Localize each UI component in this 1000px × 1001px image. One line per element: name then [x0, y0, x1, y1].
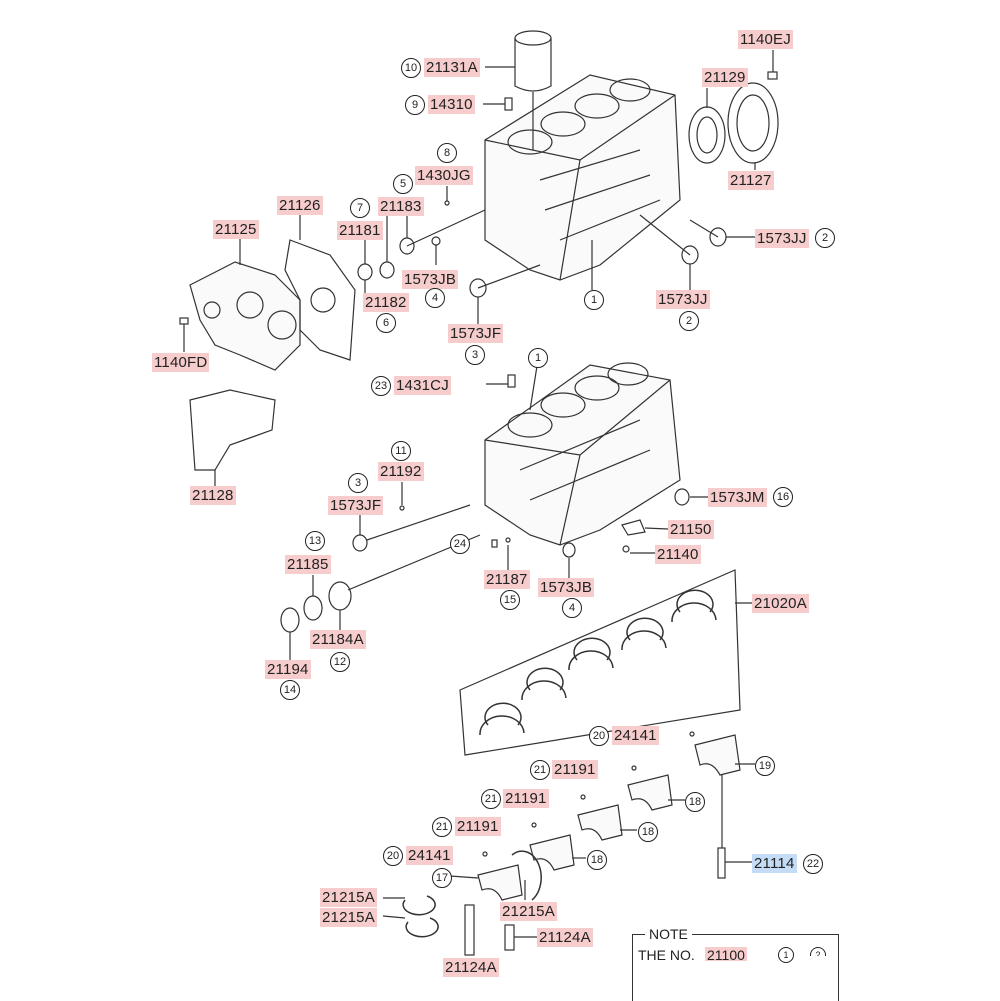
part-label-1573JJ[interactable]: 1573JJ — [755, 229, 809, 248]
callout-17: 17 — [432, 868, 452, 888]
part-label-21128[interactable]: 21128 — [190, 486, 236, 505]
dowel-pin-icon — [504, 97, 513, 111]
callout-8: 8 — [437, 143, 457, 163]
callout-20: 20 — [589, 726, 609, 746]
cylinder-block-lower[interactable] — [484, 362, 681, 546]
part-label-21191[interactable]: 21191 — [455, 817, 501, 836]
oil-seal[interactable] — [688, 106, 726, 164]
part-label-21191[interactable]: 21191 — [503, 789, 549, 808]
callout-21: 21 — [432, 817, 452, 837]
part-label-21185[interactable]: 21185 — [285, 555, 331, 574]
callout-14: 14 — [280, 680, 300, 700]
part-label-21184A[interactable]: 21184A — [310, 630, 366, 649]
part-label-21215A[interactable]: 21215A — [500, 902, 557, 921]
callout-20: 20 — [383, 846, 403, 866]
part-label-1573JJ[interactable]: 1573JJ — [656, 290, 710, 309]
part-label-24141[interactable]: 24141 — [612, 726, 659, 745]
part-label-21129[interactable]: 21129 — [702, 68, 748, 87]
part-label-21187[interactable]: 21187 — [484, 570, 530, 589]
note-part-number[interactable]: 21100 — [705, 947, 747, 961]
callout-21: 21 — [481, 789, 501, 809]
callout-5: 5 — [393, 174, 413, 194]
callout-18: 18 — [685, 792, 705, 812]
part-label-21183[interactable]: 21183 — [378, 197, 424, 216]
part-label-24141[interactable]: 24141 — [406, 846, 453, 865]
cap-bolt — [717, 847, 726, 879]
callout-1: 1 — [528, 348, 548, 368]
part-label-21181[interactable]: 21181 — [337, 221, 383, 240]
part-label-1430JG[interactable]: 1430JG — [415, 166, 473, 185]
cylinder-liner[interactable] — [485, 30, 552, 150]
callout-24: 24 — [450, 534, 470, 554]
part-label-1573JB[interactable]: 1573JB — [538, 578, 595, 597]
bearing-set-outline — [459, 569, 741, 756]
callout-15: 15 — [500, 590, 520, 610]
note-box: NOTE THE NO. 21100 1 2 — [632, 926, 839, 1001]
callout-2: 2 — [815, 228, 835, 248]
callout-18: 18 — [638, 822, 658, 842]
callout-11: 11 — [391, 441, 411, 461]
callout-16: 16 — [773, 487, 793, 507]
callout-22: 22 — [803, 854, 823, 874]
callout-21: 21 — [530, 760, 550, 780]
part-label-1573JF[interactable]: 1573JF — [328, 496, 384, 515]
note-callout-2: 2 — [810, 947, 826, 956]
callout-19: 19 — [755, 756, 775, 776]
cam-bush — [280, 607, 300, 633]
part-label-21131A[interactable]: 21131A — [424, 58, 480, 77]
note-title: NOTE — [645, 926, 692, 942]
seal-housing[interactable] — [727, 82, 779, 164]
expansion-plugs — [357, 186, 755, 324]
part-label-1140FD[interactable]: 1140FD — [152, 353, 210, 372]
callout-9: 9 — [405, 95, 425, 115]
callout-10: 10 — [401, 58, 421, 78]
part-label-1573JF[interactable]: 1573JF — [448, 324, 504, 343]
callout-12: 12 — [330, 652, 350, 672]
callout-4: 4 — [425, 288, 445, 308]
part-label-21215A[interactable]: 21215A — [320, 908, 377, 927]
bearing-caps[interactable] — [477, 734, 741, 901]
note-callout-1: 1 — [778, 947, 794, 963]
part-label-21191[interactable]: 21191 — [552, 760, 598, 779]
callout-13: 13 — [305, 531, 325, 551]
part-label-1140EJ[interactable]: 1140EJ — [738, 30, 793, 49]
part-label-21114-selected[interactable]: 21114 — [752, 854, 797, 873]
timing-gear-case[interactable] — [284, 239, 356, 361]
callout-2: 2 — [679, 311, 699, 331]
breather-cover[interactable] — [189, 389, 276, 471]
callout-1: 1 — [584, 290, 604, 310]
part-label-21124A[interactable]: 21124A — [537, 928, 593, 947]
front-plate[interactable] — [189, 261, 301, 371]
callout-4: 4 — [562, 598, 582, 618]
part-label-21126[interactable]: 21126 — [277, 196, 323, 215]
callout-3: 3 — [465, 345, 485, 365]
callout-18: 18 — [587, 850, 607, 870]
callout-6: 6 — [376, 313, 396, 333]
cylinder-block-upper[interactable] — [484, 74, 681, 281]
part-label-1431CJ[interactable]: 1431CJ — [394, 376, 451, 395]
part-label-21182[interactable]: 21182 — [363, 293, 409, 312]
main-bearings[interactable] — [479, 589, 717, 736]
callout-23: 23 — [371, 376, 391, 396]
part-label-21125[interactable]: 21125 — [213, 220, 259, 239]
part-label-21140[interactable]: 21140 — [655, 545, 701, 564]
note-text: THE NO. — [638, 947, 695, 963]
callout-3: 3 — [348, 473, 368, 493]
part-label-21150[interactable]: 21150 — [668, 520, 714, 539]
part-label-14310[interactable]: 14310 — [428, 95, 475, 114]
part-label-1573JB[interactable]: 1573JB — [402, 270, 459, 289]
part-label-21192[interactable]: 21192 — [378, 462, 424, 481]
part-label-21124A[interactable]: 21124A — [443, 958, 499, 977]
part-label-1573JM[interactable]: 1573JM — [708, 488, 767, 507]
part-label-21020A[interactable]: 21020A — [752, 594, 809, 613]
callout-7: 7 — [350, 198, 370, 218]
part-label-21215A[interactable]: 21215A — [320, 888, 377, 907]
part-label-21127[interactable]: 21127 — [728, 171, 774, 190]
part-label-21194[interactable]: 21194 — [265, 660, 311, 679]
